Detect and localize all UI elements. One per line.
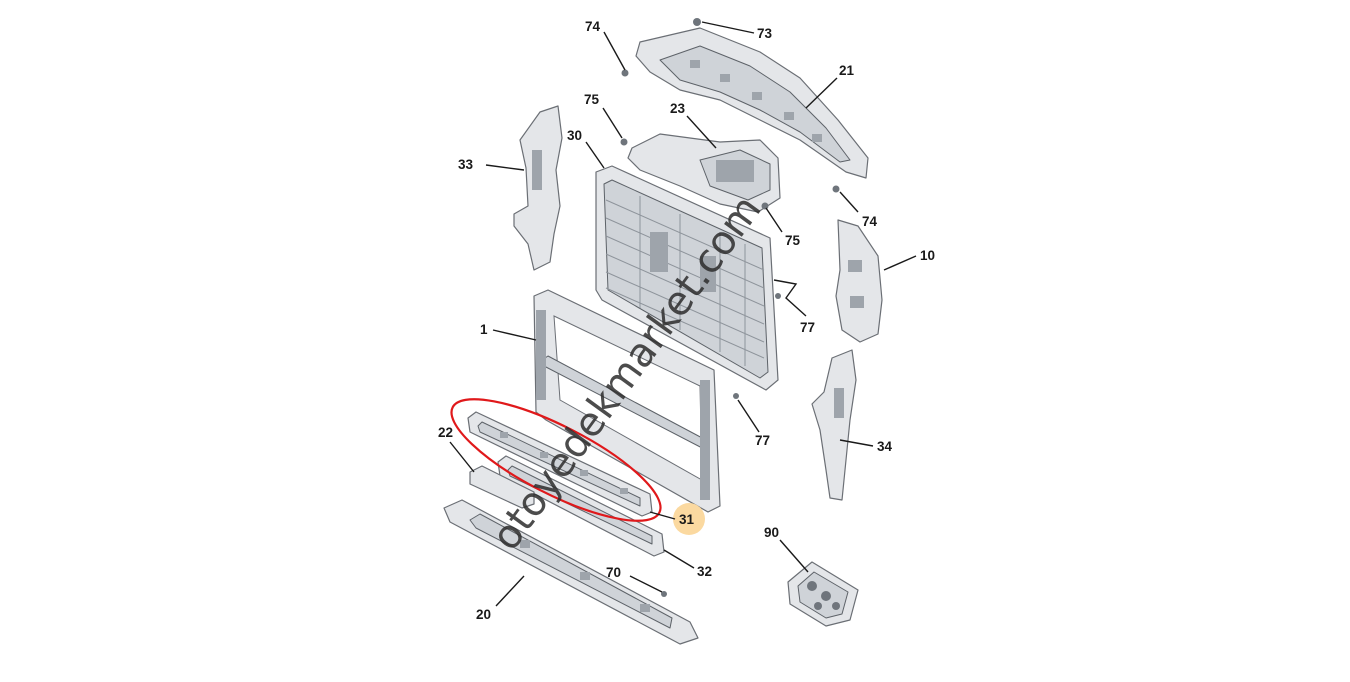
part-31-cross-member xyxy=(467,411,653,517)
callout-74-right: 74 xyxy=(862,214,878,229)
callout-labels: 74 73 21 75 23 30 33 74 75 10 77 1 77 22… xyxy=(438,19,935,622)
highlight-ring xyxy=(450,398,662,522)
callout-77-upper: 77 xyxy=(800,320,815,335)
callout-75-top: 75 xyxy=(584,92,600,107)
callout-30: 30 xyxy=(567,128,582,143)
callout-73: 73 xyxy=(757,26,773,41)
callout-34: 34 xyxy=(877,439,893,454)
callout-33: 33 xyxy=(458,157,474,172)
part-32-lower-cross-member xyxy=(497,455,665,557)
callout-10: 10 xyxy=(920,248,935,263)
callout-90: 90 xyxy=(764,525,779,540)
part-33-left-air-guide xyxy=(513,105,563,271)
part-30-shutter-module xyxy=(595,165,781,399)
part-21-upper-beam xyxy=(621,18,869,193)
callout-1: 1 xyxy=(480,322,488,337)
highlight-badge xyxy=(673,503,705,535)
callout-23: 23 xyxy=(670,101,686,116)
part-90-fastener-kit xyxy=(787,561,859,627)
callout-32: 32 xyxy=(697,564,712,579)
callout-77-lower: 77 xyxy=(755,433,770,448)
callout-75-right: 75 xyxy=(785,233,801,248)
part-22-bracket xyxy=(469,465,535,509)
part-1-front-frame xyxy=(533,289,721,513)
part-34-right-air-guide xyxy=(811,349,857,501)
callout-20: 20 xyxy=(476,607,491,622)
callout-74-top: 74 xyxy=(585,19,601,34)
callout-31: 31 xyxy=(679,512,695,527)
part-10-right-bracket xyxy=(835,219,883,343)
callout-22: 22 xyxy=(438,425,453,440)
part-23-air-deflector xyxy=(620,133,781,213)
part-20-bottom-plate xyxy=(443,499,699,645)
leader-lines xyxy=(449,21,917,607)
callout-70: 70 xyxy=(606,565,621,580)
callout-21: 21 xyxy=(839,63,855,78)
